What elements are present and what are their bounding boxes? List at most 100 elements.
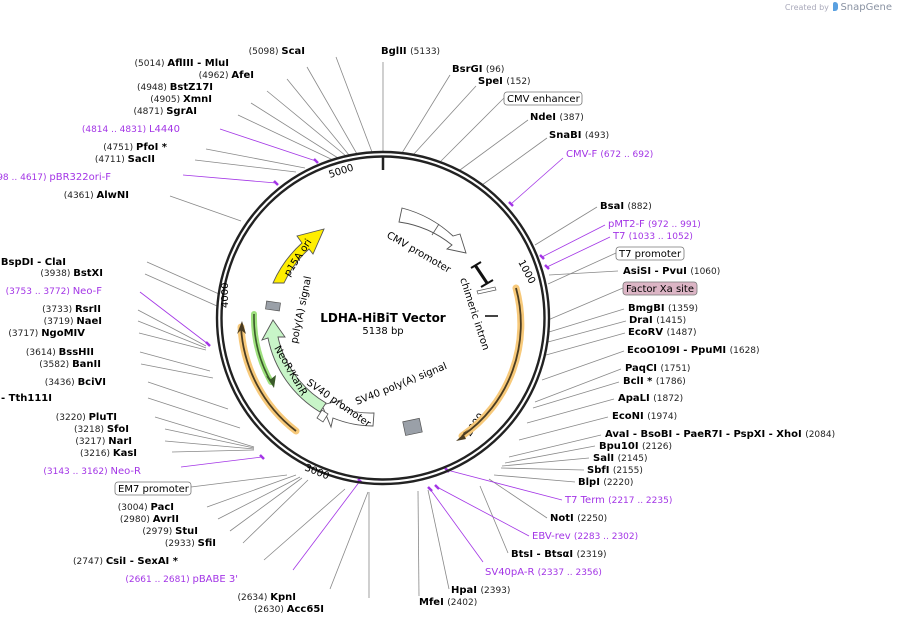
enzyme-label[interactable]: (4751) PfoI * [103,142,168,153]
enzyme-label[interactable]: (3938) BstXI [40,268,103,279]
enzyme-label[interactable]: EcoO109I - PpuMI (1628) [627,345,760,356]
enzyme-label[interactable]: SpeI (152) [478,76,531,87]
enzyme-leader-line [547,320,627,343]
enzyme-label[interactable]: (3717) NgoMIV [8,328,85,339]
enzyme-leader-line [194,159,297,173]
chimeric-intron-feature[interactable]: chimeric intron [457,261,498,352]
enzyme-label[interactable]: (3335) PflFI - Tth111I [0,393,52,404]
enzyme-leader-line [534,206,598,246]
primer-label[interactable]: pMT2-F (972 .. 991) [608,219,701,230]
enzyme-label[interactable]: BmgBI (1359) [628,303,698,314]
primer-label[interactable]: SV40pA-R (2337 .. 2356) [485,567,602,578]
enzyme-label[interactable]: (3218) SfoI [74,424,129,435]
enzyme-label[interactable]: Bpu10I (2126) [599,441,672,452]
enzyme-label[interactable]: BsrGI (96) [452,64,504,75]
primer-label[interactable]: (3143 .. 3162) Neo-R [43,466,141,477]
enzyme-label[interactable]: SbfI (2155) [587,465,643,476]
primer-label[interactable]: T7 (1033 .. 1052) [612,231,693,242]
enzyme-label[interactable]: (5014) AflIII - MluI [135,58,229,69]
primer-site-mark [273,180,279,186]
enzyme-label[interactable]: (3216) KasI [80,448,137,459]
feature-box[interactable] [503,91,583,106]
enzyme-label[interactable]: (4361) AlwNI [64,190,129,201]
enzyme-label[interactable]: (5098) ScaI [249,46,305,57]
primer-site-mark [544,264,550,270]
feature-leader-line [190,474,288,488]
enzyme-label[interactable]: (2979) StuI [142,526,198,537]
enzyme-label[interactable]: BglII (5133) [381,46,440,57]
enzyme-label[interactable]: (4711) SacII [95,154,155,165]
enzyme-leader-line [140,363,214,379]
feature-box-label: T7 promoter [618,249,682,260]
feature-box[interactable] [114,481,192,496]
feature-box[interactable] [615,246,685,261]
enzyme-label[interactable]: (3436) BciVI [45,377,106,388]
enzyme-label[interactable]: AsiSI - PvuI (1060) [623,266,720,277]
enzyme-label[interactable]: (3614) BssHII [26,347,94,358]
enzyme-label[interactable]: (2634) KpnI [237,592,296,603]
enzyme-label[interactable]: (3582) BanII [39,359,101,370]
primer-label[interactable]: (4814 .. 4831) L4440 [82,124,180,135]
snapgene-logo-icon [833,2,839,11]
neo-orf-arrow[interactable] [250,311,276,388]
primer-site-mark [539,254,545,260]
enzyme-leader-line [164,440,255,450]
primer-label[interactable]: (2661 .. 2681) pBABE 3' [125,574,238,585]
enzyme-label[interactable]: DraI (1415) [629,315,686,326]
primer-site-mark [313,158,319,164]
enzyme-label[interactable]: BclI * (1786) [623,376,686,387]
enzyme-leader-line [171,449,255,453]
feature-box[interactable] [622,281,698,296]
enzyme-label[interactable]: ApaLI (1872) [618,393,683,404]
enzyme-label[interactable]: (3220) PluTI [56,412,117,423]
enzyme-label[interactable]: BsaI (882) [600,201,652,212]
enzyme-leader-line [144,273,218,307]
p15a-ori-feature[interactable]: p15A ori [272,228,325,284]
enzyme-label[interactable]: BlpI (2220) [578,477,633,488]
primer-label[interactable]: (4598 .. 4617) pBR322ori-F [0,172,111,183]
enzyme-label[interactable]: (2747) CsiI - SexAI * [73,556,179,567]
enzyme-leader-line [501,457,590,467]
cmv-promoter-feature[interactable]: CMV promoter [385,207,467,276]
enzyme-label[interactable]: (4948) BstZ17I [137,82,213,93]
primer-label[interactable]: (3753 .. 3772) Neo-F [6,286,103,297]
primer-label[interactable]: T7 Term (2217 .. 2235) [564,495,672,506]
enzyme-label[interactable]: NotI (2250) [550,513,607,524]
enzyme-leader-line [412,85,477,156]
lDHA-hibit-orf-arrow[interactable] [456,284,525,441]
enzyme-label[interactable]: (4871) SgrAI [133,106,197,117]
primer-label[interactable]: CMV-F (672 .. 692) [566,149,653,160]
enzyme-leader-line [417,490,420,597]
enzyme-leader-line [286,78,350,156]
enzyme-label[interactable]: (3998) BspDI - ClaI [0,257,66,268]
enzyme-label[interactable]: NdeI (387) [530,112,584,123]
enzyme-leader-line [534,368,622,403]
primer-leader-line [541,224,606,258]
enzyme-label[interactable]: MfeI (2402) [419,597,477,608]
enzyme-label[interactable]: PaqCI (1751) [625,363,690,374]
enzyme-label[interactable]: (3217) NarI [75,436,132,447]
enzyme-label[interactable]: (3004) PacI [118,502,174,513]
p15a-ori-label: p15A ori [282,237,314,278]
enzyme-label[interactable]: (3719) NaeI [44,316,102,327]
enzyme-label[interactable]: SnaBI (493) [549,130,609,141]
enzyme-leader-line [481,137,548,186]
enzyme-leader-line [263,488,346,561]
enzyme-label[interactable]: (2933) SfiI [165,538,216,549]
enzyme-label[interactable]: BtsI - BtsαI (2319) [511,549,607,560]
left-orf-arrow[interactable] [237,321,300,435]
enzyme-label[interactable]: (2630) Acc65I [254,604,324,615]
enzyme-label[interactable]: SalI (2145) [593,453,648,464]
enzyme-label[interactable]: (4905) XmnI [150,94,212,105]
enzyme-label[interactable]: EcoNI (1974) [612,411,677,422]
enzyme-label[interactable]: HpaI (2393) [451,585,510,596]
primer-site-mark [508,201,514,207]
primer-label[interactable]: EBV-rev (2283 .. 2302) [532,531,638,542]
enzyme-label[interactable]: (4962) AfeI [199,70,254,81]
enzyme-label[interactable]: (2980) AvrII [120,514,179,525]
enzyme-label[interactable]: (3733) RsrII [42,304,101,315]
enzyme-label[interactable]: EcoRV (1487) [628,327,697,338]
enzyme-label[interactable]: AvaI - BsoBI - PaeR7I - PspXI - XhoI (20… [605,429,835,440]
enzyme-leader-line [266,90,347,157]
tick-label: 4000 [220,283,231,308]
